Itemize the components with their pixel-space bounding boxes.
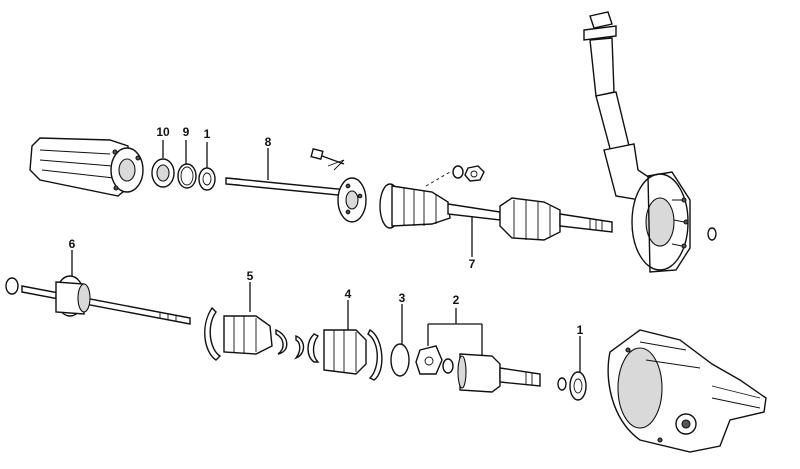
bearing-10 [151,158,175,188]
leader-lines [71,140,581,372]
snap-ring-9 [177,163,197,189]
drive-shaft-7 [379,183,613,241]
differential-housing [607,329,767,453]
ring-3 [390,343,410,377]
flange-bolt [310,147,345,171]
callout-4: 4 [345,287,352,301]
callout-2: 2 [453,293,460,307]
callout-1-upper: 1 [204,127,211,141]
callout-3: 3 [399,291,406,305]
callout-7: 7 [469,257,476,271]
left-end-ring [5,277,19,295]
oil-seal-1-upper [198,167,216,191]
long-shaft-6 [21,275,191,325]
callout-10: 10 [156,125,170,139]
tripod-joint-2 [415,345,541,393]
callout-6: 6 [69,237,76,251]
transmission-housing [29,137,144,197]
boot-set-5 [204,306,305,361]
boot-set-4 [307,329,383,381]
washer-and-nut [425,165,485,187]
callout-9: 9 [183,125,190,139]
callout-8: 8 [265,135,272,149]
strut-assembly [583,11,717,273]
callout-5: 5 [247,269,254,283]
intermediate-shaft-8 [225,177,367,223]
oil-seal-1-lower [557,371,587,401]
callout-1-lower: 1 [577,323,584,337]
